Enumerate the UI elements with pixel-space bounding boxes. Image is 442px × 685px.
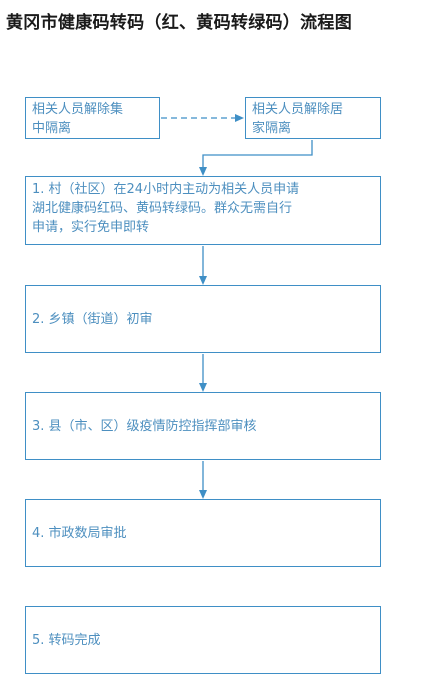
step-2-text: 2. 乡镇（街道）初审 bbox=[32, 311, 153, 327]
dashed-arrowhead bbox=[235, 114, 244, 122]
step-1-text: 1. 村（社区）在24小时内主动为相关人员申请 湖北健康码红码、黄码转绿码。群众… bbox=[32, 180, 299, 237]
elbow-arrowhead bbox=[199, 167, 207, 176]
arrowhead-4 bbox=[199, 490, 207, 499]
box-centralized-isolation-line1: 相关人员解除集 bbox=[32, 102, 124, 117]
step-3-text: 3. 县（市、区）级疫情防控指挥部审核 bbox=[32, 418, 257, 434]
page-title: 黄冈市健康码转码（红、黄码转绿码）流程图 bbox=[6, 13, 352, 33]
arrowhead-2 bbox=[199, 276, 207, 285]
box-home-isolation-line2: 家隔离 bbox=[252, 121, 292, 136]
box-centralized-isolation: 相关人员解除集 中隔离 bbox=[25, 97, 160, 139]
step-4-text: 4. 市政数局审批 bbox=[32, 525, 127, 541]
step-1-line3: 申请，实行免申即转 bbox=[32, 220, 150, 235]
box-home-isolation: 相关人员解除居 家隔离 bbox=[245, 97, 381, 139]
box-home-isolation-line1: 相关人员解除居 bbox=[252, 102, 344, 117]
arrowhead-3 bbox=[199, 383, 207, 392]
step-2-box: 2. 乡镇（街道）初审 bbox=[25, 285, 381, 353]
elbow-connector bbox=[202, 140, 313, 168]
step-1-line2: 湖北健康码红码、黄码转绿码。群众无需自行 bbox=[32, 201, 293, 216]
step-4-box: 4. 市政数局审批 bbox=[25, 499, 381, 567]
step-1-line1: 1. 村（社区）在24小时内主动为相关人员申请 bbox=[32, 182, 300, 197]
step-3-box: 3. 县（市、区）级疫情防控指挥部审核 bbox=[25, 392, 381, 460]
step-5-text: 5. 转码完成 bbox=[32, 632, 101, 648]
step-1-box: 1. 村（社区）在24小时内主动为相关人员申请 湖北健康码红码、黄码转绿码。群众… bbox=[25, 176, 381, 245]
box-centralized-isolation-line2: 中隔离 bbox=[32, 121, 72, 136]
step-5-box: 5. 转码完成 bbox=[25, 606, 381, 674]
